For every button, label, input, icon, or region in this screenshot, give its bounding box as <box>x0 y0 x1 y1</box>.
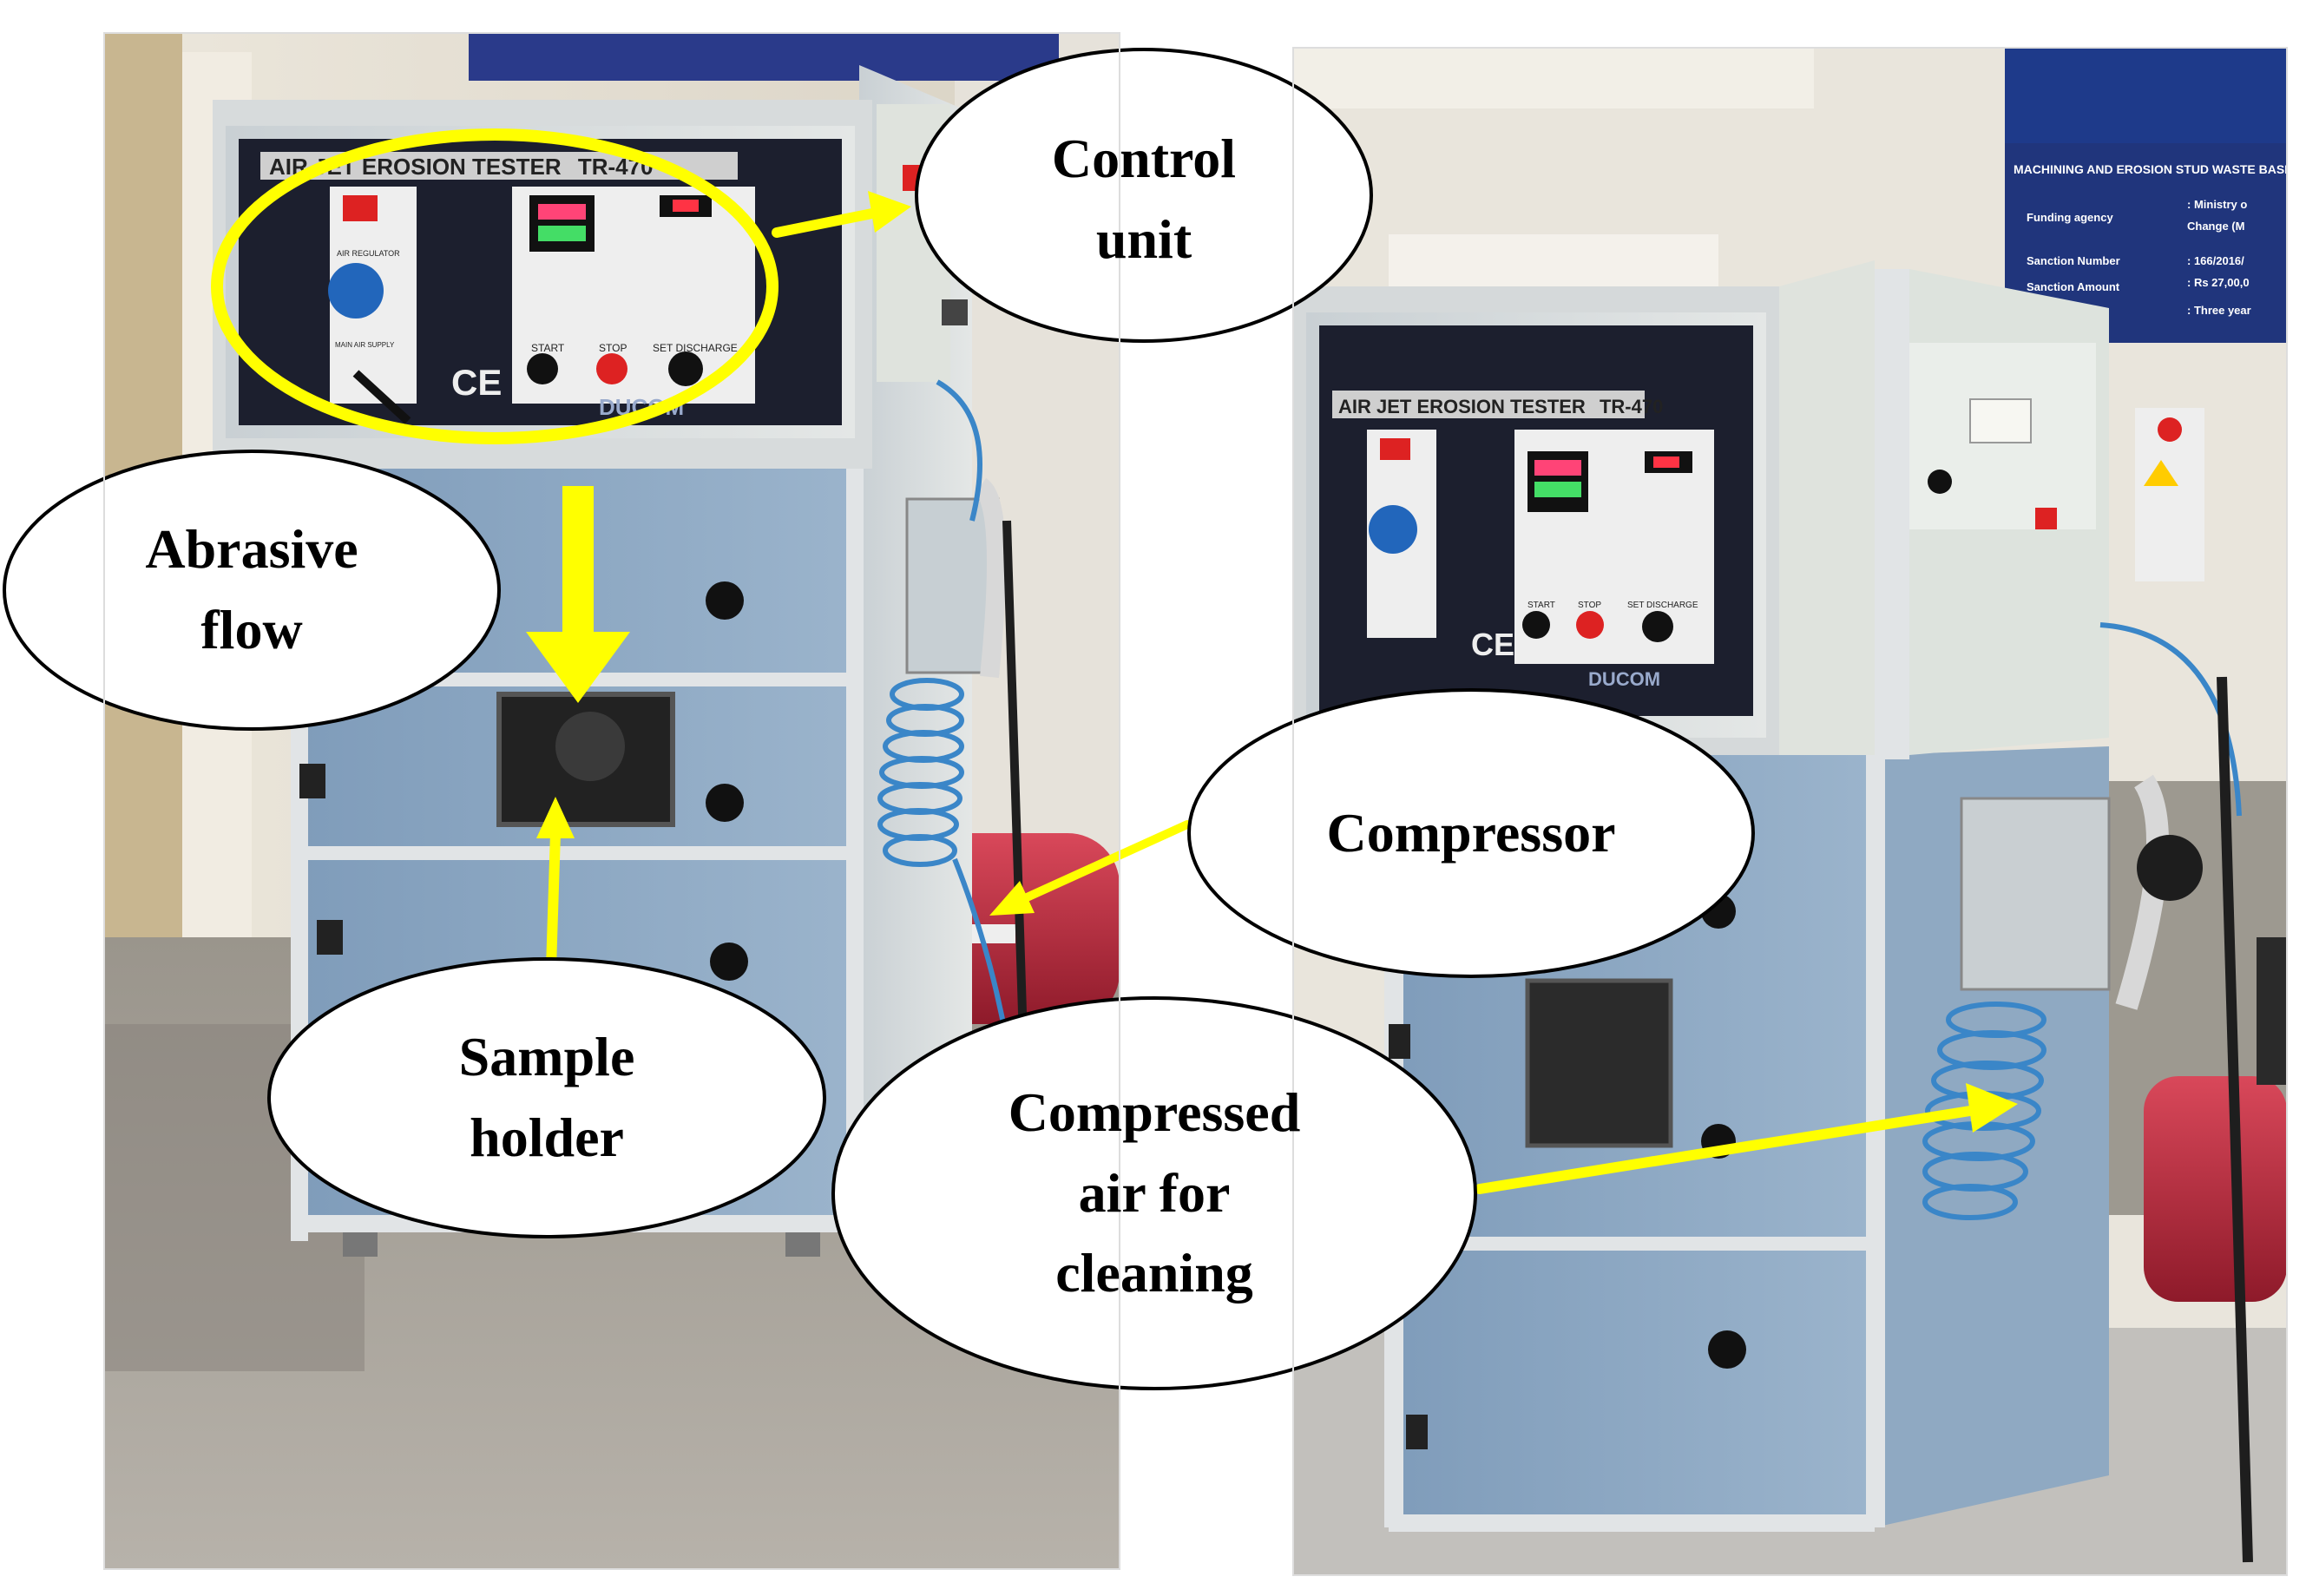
svg-text:START STOP SET DIS: START STOP SET DISCHARGE <box>531 342 738 354</box>
right-compressor <box>2144 1076 2287 1302</box>
right-stop-label: STOP <box>1578 601 1601 610</box>
right-start-label: START <box>1527 601 1555 610</box>
arrow-control-unit <box>772 207 882 238</box>
arrow-sample-holder <box>546 828 561 973</box>
control-panel-highlight <box>211 128 779 444</box>
right-ce-mark: CE <box>1471 627 1514 662</box>
svg-text:AIR JET EROSION TESTER T: AIR JET EROSION TESTER TR-470 <box>1338 396 1663 417</box>
poster-row-4-value: : Three year <box>2187 304 2251 317</box>
callout-bubble-compressor <box>1187 688 1755 978</box>
callout-bubble-abrasive-flow <box>3 450 501 731</box>
left-regulator-label: AIR REGULATOR <box>337 249 400 258</box>
right-sample-window <box>1525 978 1673 1148</box>
left-start-label: START <box>531 342 565 354</box>
poster-row-3-value: : Rs 27,00,0 <box>2187 276 2250 289</box>
left-air-regulator-knob <box>328 263 384 319</box>
left-stop-label: STOP <box>599 342 627 354</box>
left-set-discharge-button <box>668 351 703 386</box>
left-start-button <box>527 353 558 384</box>
right-coiled-hose <box>1922 622 2242 1220</box>
right-gun-holder <box>1960 797 2111 991</box>
poster-row-2-value: : 166/2016/ <box>2187 254 2244 267</box>
poster-row-2-key: Sanction Number <box>2027 254 2120 267</box>
right-start-button <box>1522 611 1550 639</box>
arrow-compressed-air <box>1475 1106 1975 1194</box>
annotations <box>3 48 2018 1390</box>
left-supply-label: MAIN AIR SUPPLY <box>335 341 395 349</box>
right-brand: DUCOM <box>1588 668 1660 690</box>
right-machine-model: TR-470 <box>1600 396 1663 417</box>
arrow-abrasive-flow <box>562 486 594 634</box>
left-stop-button <box>596 353 627 384</box>
right-set-discharge-label: SET DISCHARGE <box>1627 601 1698 610</box>
poster-row-1-value: Change (M <box>2187 220 2244 233</box>
left-set-discharge-label: SET DISCHARGE <box>653 342 738 354</box>
compressor-label <box>963 924 1015 943</box>
right-air-regulator-knob <box>1369 505 1417 554</box>
poster-title: MACHINING AND EROSION STUD WASTE BASED P… <box>2014 162 2306 176</box>
poster-row-3-key: Sanction Amount <box>2027 280 2120 293</box>
arrow-compressor <box>1011 820 1192 907</box>
right-machine-label: AIR JET EROSION TESTER <box>1338 396 1586 417</box>
callout-bubble-compressed-air <box>831 996 1477 1390</box>
svg-text:START STOP SET DIS: START STOP SET DISCHARGE <box>1527 601 1698 610</box>
left-ce-mark: CE <box>451 362 502 403</box>
callout-bubble-sample-holder <box>267 957 826 1238</box>
banner-top-left <box>469 33 1059 81</box>
callout-bubble-control-unit <box>915 48 1373 343</box>
poster-row-0-key: Funding agency <box>2027 211 2113 224</box>
poster-row-0-value: : Ministry o <box>2187 198 2247 211</box>
right-set-discharge-button <box>1642 611 1673 642</box>
right-stop-button <box>1576 611 1604 639</box>
left-coiled-hose <box>877 379 1009 1042</box>
